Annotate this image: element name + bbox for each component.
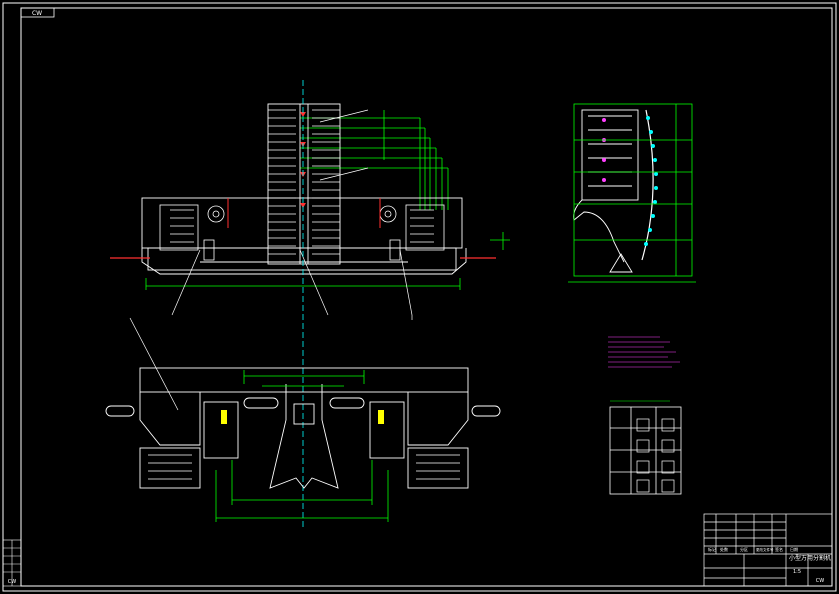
front-base — [141, 197, 467, 275]
title-block-label-4: 更改文件号 — [756, 547, 774, 552]
title-block — [703, 513, 833, 587]
title-block-label-5: 签名 — [775, 546, 783, 552]
front-view-dimensions — [145, 110, 510, 290]
drawing-title: 小型万用分割机 — [789, 554, 831, 562]
top-view-dimensions — [215, 370, 389, 522]
side-view-dimensions — [568, 103, 696, 283]
leader-lines — [171, 109, 413, 320]
front-view — [110, 80, 510, 530]
tooth-arc-teeth — [644, 116, 658, 246]
title-block-label-1: 标记 — [708, 546, 716, 552]
corner-tag: CW — [32, 10, 42, 17]
top-view — [105, 317, 501, 522]
center-column — [267, 103, 341, 265]
left-strip-label: CW — [8, 579, 16, 585]
drawing-code: CW — [816, 578, 824, 584]
title-block-label-2: 处数 — [720, 546, 728, 552]
side-view — [568, 103, 696, 283]
left-clamp — [159, 204, 225, 261]
parts-table — [609, 400, 682, 495]
inner-frame — [20, 7, 833, 587]
slots — [105, 397, 501, 417]
center-column-teeth — [268, 109, 340, 255]
title-block-label-6: 日期 — [790, 546, 798, 552]
technical-notes — [608, 336, 680, 368]
title-block-label-3: 分区 — [740, 546, 748, 552]
left-strip — [2, 539, 22, 587]
drawing-scale: 1:5 — [793, 569, 801, 575]
right-clamp — [379, 204, 445, 261]
corner-tag-box — [20, 7, 55, 18]
title-block-text: 标记 处数 分区 更改文件号 签名 日期 小型万用分割机 1:5 CW — [708, 546, 831, 584]
